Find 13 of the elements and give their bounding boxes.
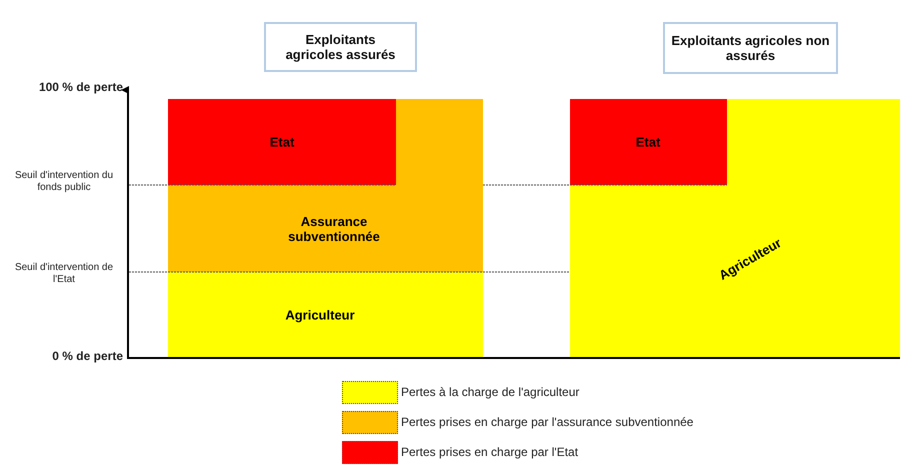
layer-label: Etat [636,134,660,150]
threshold-label: Seuil d'intervention de l'Etat [14,262,114,286]
legend-label: Pertes prises en charge par l'Etat [401,445,578,459]
column-header: Exploitants agricoles non assurés [663,22,838,74]
layer-label: Etat [270,134,294,150]
axis-label: 100 % de perte [38,80,123,94]
layer-label: Assurance subventionnée [287,214,381,244]
legend-label: Pertes à la charge de l'agriculteur [401,385,580,399]
layer-label: Agriculteur [285,308,355,322]
threshold-label: Seuil d'intervention du fonds public [14,170,114,194]
axis-label: 0 % de perte [51,349,123,364]
legend-label: Pertes prises en charge par l'assurance subventionnée [401,415,694,429]
column-header: Exploitants agricoles assurés [264,22,417,72]
